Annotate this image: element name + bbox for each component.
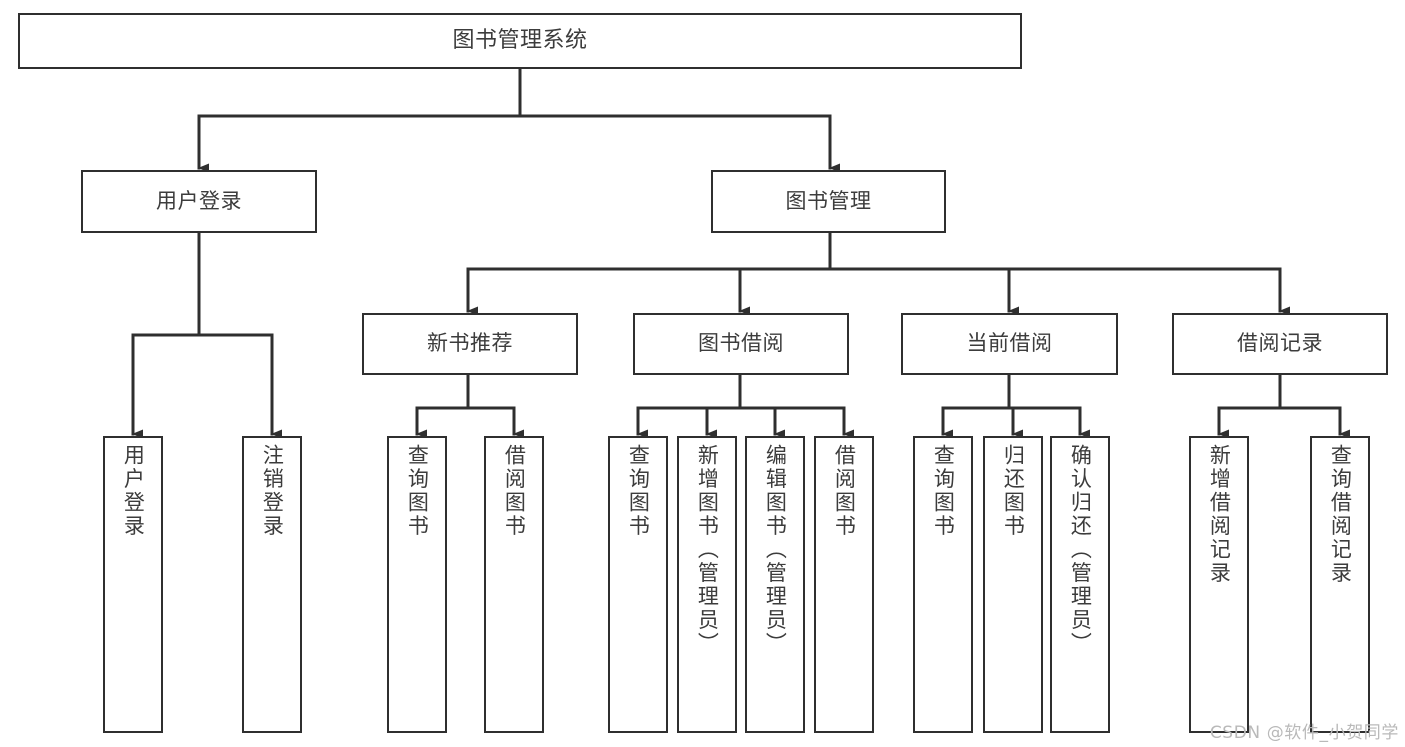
node-leaf-return-book-label: 归还图书 — [1001, 444, 1026, 538]
node-borrow-record[interactable]: 借阅记录 — [1172, 313, 1388, 375]
node-user-login[interactable]: 用户登录 — [81, 170, 317, 233]
node-leaf-edit-book[interactable]: 编辑图书（管理员） — [745, 436, 805, 733]
node-leaf-query-book-1-label: 查询图书 — [405, 444, 430, 538]
watermark-text: CSDN @软件_小贺同学 — [1209, 723, 1399, 743]
node-leaf-confirm-return[interactable]: 确认归还（管理员） — [1050, 436, 1110, 733]
node-leaf-query-book-2[interactable]: 查询图书 — [608, 436, 668, 733]
node-leaf-logout[interactable]: 注销登录 — [242, 436, 302, 733]
node-borrow-record-label: 借阅记录 — [1237, 331, 1323, 356]
node-leaf-query-book-2-label: 查询图书 — [626, 444, 651, 538]
node-leaf-query-book-1[interactable]: 查询图书 — [387, 436, 447, 733]
node-leaf-borrow-book-1-label: 借阅图书 — [502, 444, 527, 538]
node-leaf-query-record[interactable]: 查询借阅记录 — [1310, 436, 1370, 733]
node-leaf-borrow-book-2-label: 借阅图书 — [832, 444, 857, 538]
node-root-label: 图书管理系统 — [452, 27, 588, 53]
node-leaf-add-record[interactable]: 新增借阅记录 — [1189, 436, 1249, 733]
node-leaf-add-book-label: 新增图书（管理员） — [695, 444, 720, 656]
node-leaf-query-record-label: 查询借阅记录 — [1328, 444, 1353, 585]
node-leaf-borrow-book-1[interactable]: 借阅图书 — [484, 436, 544, 733]
node-book-borrow[interactable]: 图书借阅 — [633, 313, 849, 375]
node-leaf-logout-label: 注销登录 — [260, 444, 285, 538]
node-book-manage-label: 图书管理 — [785, 188, 872, 213]
node-leaf-add-book[interactable]: 新增图书（管理员） — [677, 436, 737, 733]
node-leaf-user-login-label: 用户登录 — [121, 444, 146, 538]
node-book-manage[interactable]: 图书管理 — [711, 170, 946, 233]
node-current-borrow[interactable]: 当前借阅 — [901, 313, 1118, 375]
node-leaf-query-book-3-label: 查询图书 — [931, 444, 956, 538]
node-new-book-recommend[interactable]: 新书推荐 — [362, 313, 578, 375]
node-leaf-return-book[interactable]: 归还图书 — [983, 436, 1043, 733]
node-leaf-edit-book-label: 编辑图书（管理员） — [763, 444, 788, 656]
node-leaf-add-record-label: 新增借阅记录 — [1207, 444, 1232, 585]
node-user-login-label: 用户登录 — [156, 188, 242, 213]
node-new-book-recommend-label: 新书推荐 — [427, 331, 513, 356]
node-leaf-user-login[interactable]: 用户登录 — [103, 436, 163, 733]
node-book-borrow-label: 图书借阅 — [698, 331, 784, 356]
node-leaf-query-book-3[interactable]: 查询图书 — [913, 436, 973, 733]
node-root[interactable]: 图书管理系统 — [18, 13, 1022, 69]
node-leaf-borrow-book-2[interactable]: 借阅图书 — [814, 436, 874, 733]
node-current-borrow-label: 当前借阅 — [966, 331, 1053, 356]
node-leaf-confirm-return-label: 确认归还（管理员） — [1068, 444, 1093, 656]
